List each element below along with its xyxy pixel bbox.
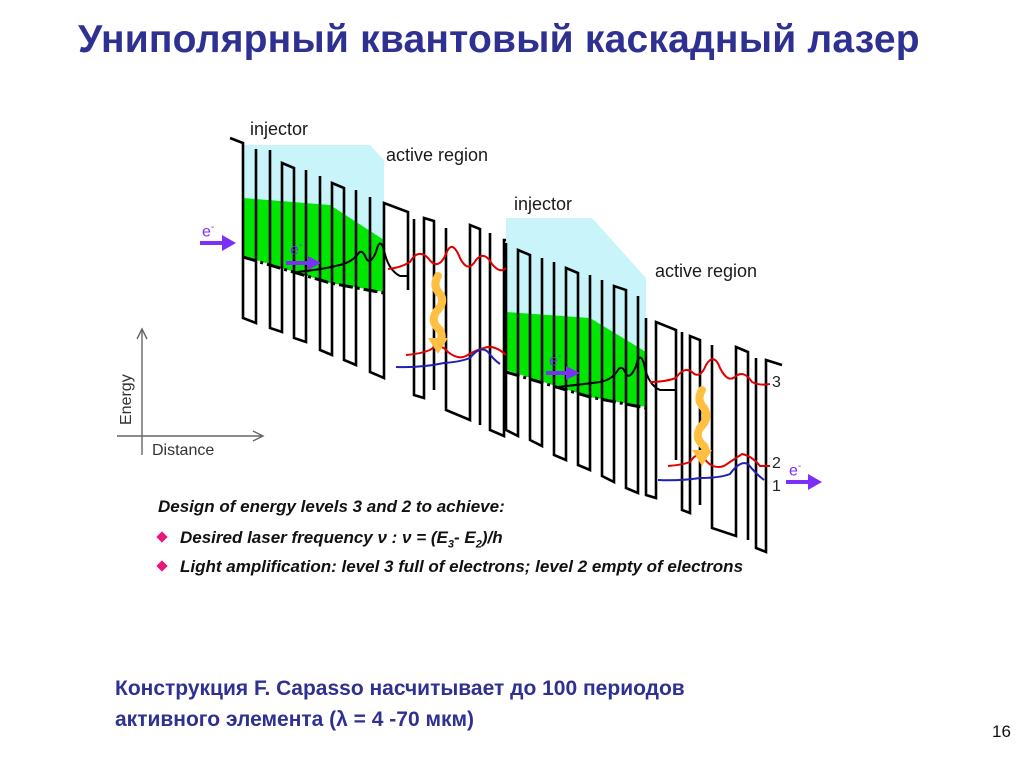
photon-arrow-2 (692, 386, 712, 466)
electron-arrow-in (200, 235, 236, 251)
level-3-label: 3 (772, 374, 781, 391)
footer-note: Конструкция F. Capasso насчитывает до 10… (115, 673, 685, 735)
miniband-1 (243, 198, 384, 292)
page-number: 16 (992, 722, 1011, 741)
electron-label-injector-1: e- (290, 240, 303, 259)
footer-line-2: активного элемента (λ = 4 -70 мкм) (115, 708, 475, 731)
active-region-label-2: active region (655, 261, 758, 281)
electron-arrow-out (786, 474, 822, 490)
electron-arrow-injector-2 (546, 366, 580, 380)
photon-arrow-1 (428, 272, 448, 354)
diamond-bullet-icon (156, 560, 168, 572)
bullet-light-amplification: Light amplification: level 3 full of ele… (156, 557, 743, 577)
diamond-bullet-icon (156, 531, 168, 543)
slide-title: Униполярный квантовый каскадный лазер (78, 18, 920, 61)
bullet-laser-frequency: Desired laser frequency ν : ν = (E3- E2)… (156, 528, 503, 550)
active-region-label-1: active region (386, 145, 489, 165)
footer-line-1: Конструкция F. Capasso насчитывает до 10… (115, 677, 685, 700)
x-axis-label: Distance (152, 442, 215, 459)
level-2-label: 2 (772, 455, 781, 472)
electron-label-in: e- (202, 222, 215, 241)
injector-label-2: injector (514, 194, 573, 214)
injector-label-1: injector (250, 119, 309, 139)
design-heading: Design of energy levels 3 and 2 to achie… (158, 497, 505, 516)
y-axis-label: Energy (118, 374, 135, 425)
electron-label-out: e- (789, 461, 802, 480)
axes (117, 327, 265, 455)
level-1-label: 1 (772, 478, 781, 495)
electron-label-injector-2: e- (549, 351, 562, 370)
electron-arrow-injector-1 (286, 256, 321, 270)
